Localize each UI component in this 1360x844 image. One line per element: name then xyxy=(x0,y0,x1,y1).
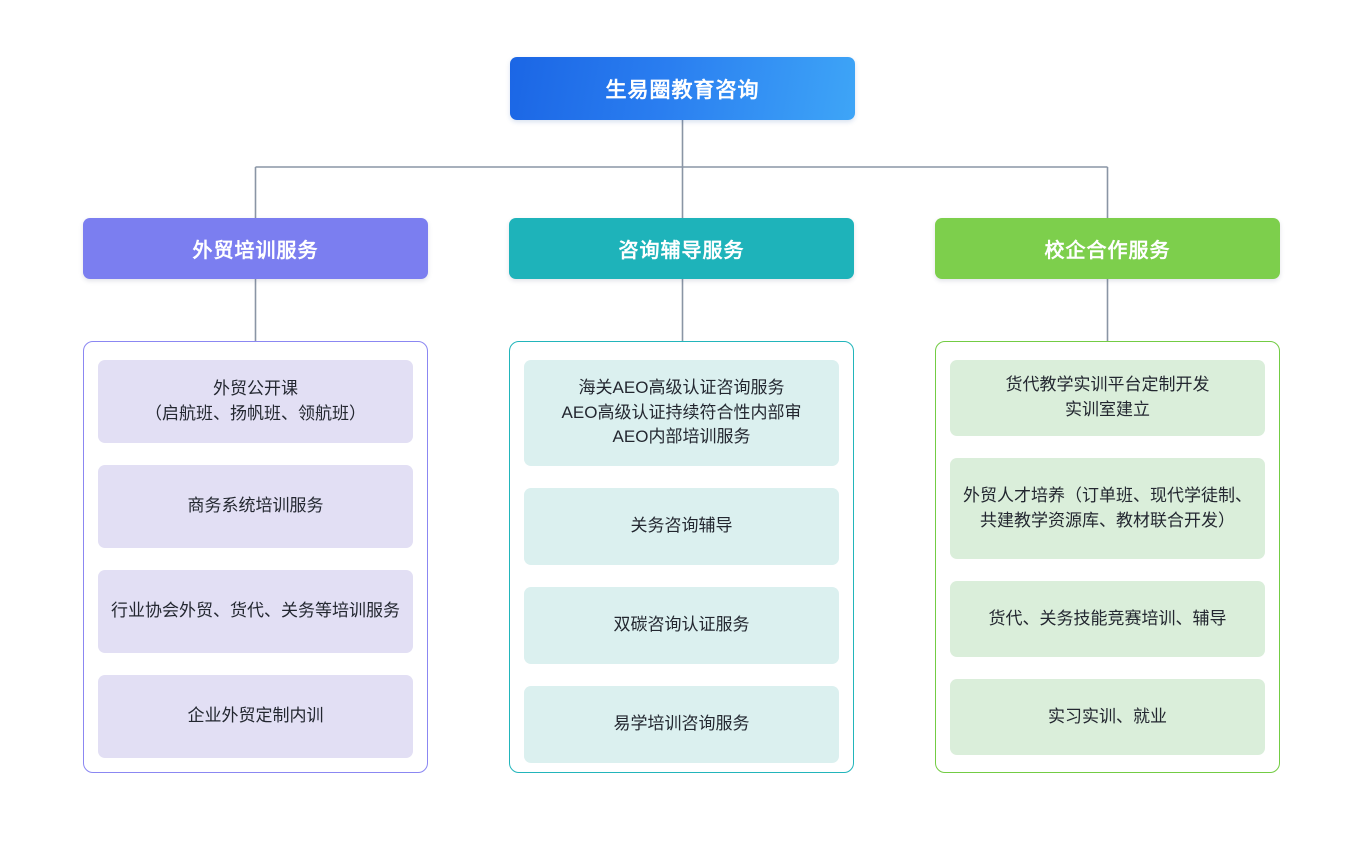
branch-panel-training: 外贸公开课 （启航班、扬帆班、领航班） 商务系统培训服务 行业协会外贸、货代、关… xyxy=(83,341,428,773)
service-card[interactable]: 货代、关务技能竞赛培训、辅导 xyxy=(950,581,1265,657)
service-card[interactable]: 行业协会外贸、货代、关务等培训服务 xyxy=(98,570,413,653)
root-node[interactable]: 生易圈教育咨询 xyxy=(510,57,855,120)
branch-panel-consulting: 海关AEO高级认证咨询服务 AEO高级认证持续符合性内部审 AEO内部培训服务 … xyxy=(509,341,854,773)
service-card[interactable]: 实习实训、就业 xyxy=(950,679,1265,755)
branch-header-label: 咨询辅导服务 xyxy=(618,240,745,262)
root-node-label: 生易圈教育咨询 xyxy=(605,78,760,102)
service-card[interactable]: 外贸人才培养（订单班、现代学徒制、共建教学资源库、教材联合开发） xyxy=(950,458,1265,559)
service-card[interactable]: 货代教学实训平台定制开发 实训室建立 xyxy=(950,360,1265,436)
branch-panel-school-enterprise: 货代教学实训平台定制开发 实训室建立 外贸人才培养（订单班、现代学徒制、共建教学… xyxy=(935,341,1280,773)
service-card[interactable]: 企业外贸定制内训 xyxy=(98,675,413,758)
branch-header-consulting[interactable]: 咨询辅导服务 xyxy=(509,218,854,279)
service-card[interactable]: 海关AEO高级认证咨询服务 AEO高级认证持续符合性内部审 AEO内部培训服务 xyxy=(524,360,839,466)
branch-header-school-enterprise[interactable]: 校企合作服务 xyxy=(935,218,1280,279)
branch-header-label: 外贸培训服务 xyxy=(192,240,319,262)
service-card[interactable]: 双碳咨询认证服务 xyxy=(524,587,839,664)
service-card[interactable]: 关务咨询辅导 xyxy=(524,488,839,565)
service-card[interactable]: 易学培训咨询服务 xyxy=(524,686,839,763)
service-card[interactable]: 商务系统培训服务 xyxy=(98,465,413,548)
branch-header-label: 校企合作服务 xyxy=(1044,240,1171,262)
service-card[interactable]: 外贸公开课 （启航班、扬帆班、领航班） xyxy=(98,360,413,443)
branch-header-training[interactable]: 外贸培训服务 xyxy=(83,218,428,279)
